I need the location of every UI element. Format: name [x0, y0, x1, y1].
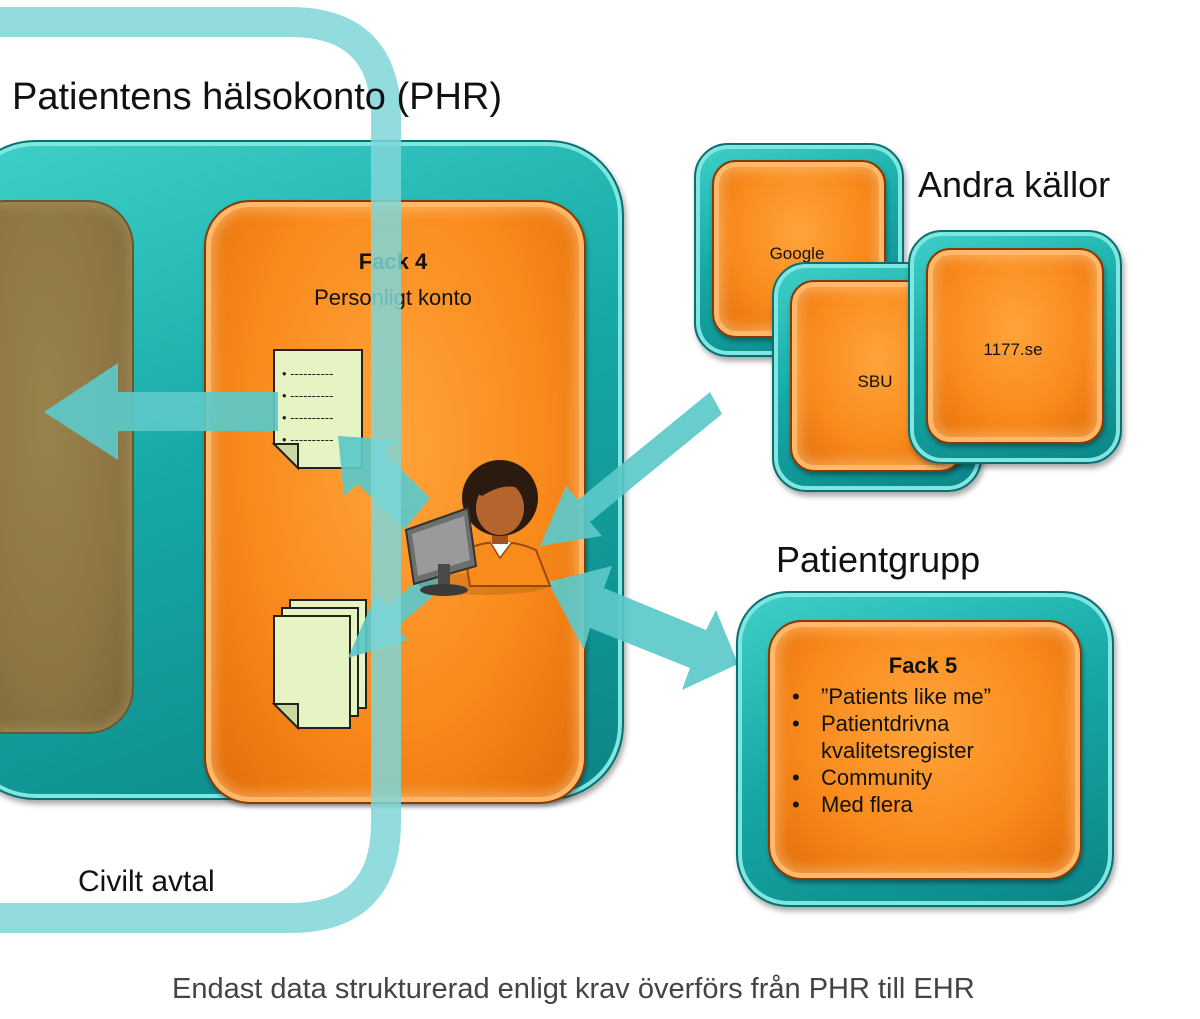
olive-compartment [0, 200, 134, 734]
page-title: Patientens hälsokonto (PHR) [12, 76, 503, 118]
list-item-text: Patientdrivna kvalitetsregister [821, 711, 974, 763]
fack5-list: ”Patients like me” Patientdrivna kvalite… [788, 683, 1078, 818]
source-1177-label: 1177.se [983, 340, 1043, 359]
document-stack-icon [271, 599, 367, 731]
patientgrupp-heading: Patientgrupp [776, 539, 981, 580]
arrow-to-olive [44, 363, 278, 460]
source-google-label: Google [769, 244, 825, 263]
fack5-title: Fack 5 [888, 653, 958, 678]
list-item: Patientdrivna kvalitetsregister [788, 710, 1078, 764]
arrow-person-fack5 [548, 566, 738, 690]
civilt-avtal-label: Civilt avtal [78, 865, 215, 898]
footer-caption: Endast data strukturerad enligt krav öve… [172, 973, 975, 1005]
person-at-computer-icon [404, 460, 552, 596]
list-item: Community [788, 764, 1078, 791]
svg-text:• ----------: • ---------- [282, 366, 333, 381]
andra-kallor-heading: Andra källor [918, 164, 1111, 205]
svg-text:• ----------: • ---------- [282, 410, 333, 425]
list-item: Med flera [788, 791, 1078, 818]
list-item: ”Patients like me” [788, 683, 1078, 710]
source-1177-box [926, 248, 1104, 444]
svg-text:• ----------: • ---------- [282, 388, 333, 403]
arrow-from-sources [540, 392, 722, 546]
source-sbu-label: SBU [857, 372, 893, 391]
svg-text:• ----------: • ---------- [282, 432, 333, 447]
